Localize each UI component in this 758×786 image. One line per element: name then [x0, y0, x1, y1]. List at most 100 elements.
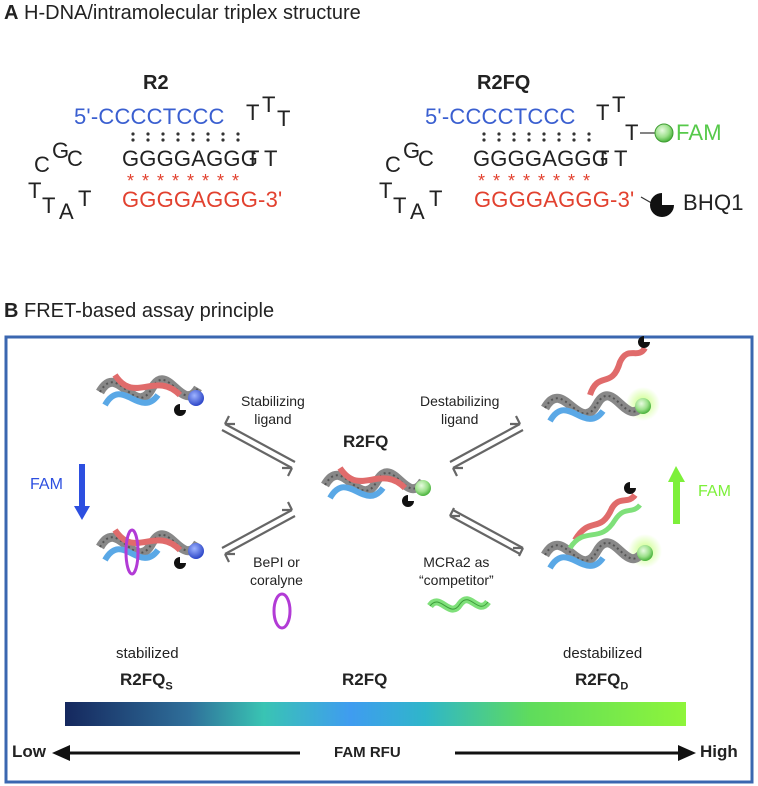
r2fq-loop-g: G [403, 138, 421, 163]
r2fq-loop-b2: T [393, 193, 407, 218]
r2-bottom-strand: GGGGAGGG-3' [122, 187, 283, 212]
r2-hoogsteen-dots [131, 132, 240, 142]
panel-a-title: H-DNA/intramolecular triplex structure [24, 2, 361, 24]
r2fq-hoogsteen-dots [482, 132, 591, 142]
svg-text:*: * [142, 171, 149, 191]
fam-up-arrow-icon [668, 466, 685, 524]
panel-b-letter: B [4, 300, 19, 322]
mcra2-label: MCRa2 as “competitor” [419, 553, 494, 589]
helix-center-icon [321, 466, 431, 507]
r2fq-loop-c1: C [385, 152, 402, 177]
arrow-mcra2-icon [449, 507, 524, 557]
r2-loop-t1: T [246, 100, 260, 125]
r2fq-mid-label: R2FQ [342, 670, 388, 689]
r2-loop-t2: T [262, 92, 276, 117]
bepi-label-text: BePI or coralyne [250, 554, 303, 588]
r2-loop-b3: A [59, 199, 74, 224]
r2fq-loop-b3: A [410, 199, 425, 224]
r2-loop-t3: T [277, 106, 291, 131]
r2fqs-main: R2FQ [120, 670, 166, 689]
r2-middle-strand: GGGGAGGG [122, 146, 259, 171]
destabilizing-ligand-text: Destabilizing ligand [420, 393, 500, 427]
helix-top-right-icon [541, 336, 660, 423]
panel-a-letter: A [4, 2, 19, 24]
svg-text:*: * [523, 171, 530, 191]
svg-text:*: * [478, 171, 485, 191]
helix-bottom-right-icon [541, 482, 662, 570]
arrow-bepi-icon [221, 501, 296, 563]
r2fq-wc-asterisks: * * * * * * * * [478, 171, 590, 191]
r2-loop-c2: C [67, 146, 84, 171]
r2fq-bottom-strand: GGGGAGGG-3' [474, 187, 635, 212]
fam-down-arrow-icon [74, 464, 90, 520]
r2fq-loop-t5: T [614, 146, 628, 171]
svg-text:*: * [553, 171, 560, 191]
svg-text:*: * [538, 171, 545, 191]
r2-title: R2 [143, 72, 169, 94]
svg-text:*: * [127, 171, 134, 191]
r2fq-loop-t4: T [596, 146, 610, 171]
stabilized-label: stabilized [116, 645, 179, 662]
svg-text:*: * [187, 171, 194, 191]
r2fq-title: R2FQ [477, 72, 531, 94]
mcra2-label-text: MCRa2 as “competitor” [419, 554, 494, 588]
r2fqd-label: R2FQD [575, 670, 628, 692]
destabilized-label: destabilized [563, 645, 643, 662]
scale-high-label: High [700, 742, 738, 761]
svg-text:*: * [172, 171, 179, 191]
svg-text:*: * [583, 171, 590, 191]
arrow-stabilizing-icon [221, 415, 296, 477]
scale-mid-label: FAM RFU [334, 744, 401, 761]
destabilizing-ligand-label: Destabilizing ligand [420, 392, 499, 428]
r2-loop-b2: T [42, 193, 56, 218]
svg-text:*: * [568, 171, 575, 191]
fam-right-label: FAM [698, 483, 731, 500]
r2fq-loop-c2: C [418, 146, 435, 171]
r2-top-strand: 5'-CCCCTCCC [74, 104, 225, 129]
svg-text:*: * [493, 171, 500, 191]
r2-loop-g: G [52, 138, 70, 163]
r2-loop-c1: C [34, 152, 51, 177]
r2fq-loop-t1: T [596, 100, 610, 125]
panel-b-title: FRET-based assay principle [24, 300, 275, 322]
bhq1-label: BHQ1 [683, 190, 744, 215]
fam-left-label: FAM [30, 476, 63, 493]
r2fqs-sub: S [165, 680, 173, 693]
equilibrium-arrows [221, 415, 524, 563]
center-r2fq-label: R2FQ [343, 432, 389, 451]
r2fq-middle-strand: GGGGAGGG [473, 146, 610, 171]
r2-wc-asterisks: * * * * * * * * [127, 171, 239, 191]
svg-text:*: * [157, 171, 164, 191]
panel-a-heading: A H-DNA/intramolecular triplex structure [4, 2, 361, 25]
r2fqd-main: R2FQ [575, 670, 621, 689]
r2fq-loop-t3: T [625, 120, 639, 145]
svg-text:*: * [217, 171, 224, 191]
r2fqd-sub: D [620, 680, 629, 693]
svg-text:*: * [508, 171, 515, 191]
r2-loop-b1: T [28, 178, 42, 203]
helix-top-left-icon [96, 373, 204, 416]
r2-loop-t4: T [246, 146, 260, 171]
r2fqs-label: R2FQS [120, 670, 173, 692]
r2fq-loop-b1: T [379, 178, 393, 203]
bepi-label: BePI or coralyne [250, 553, 303, 589]
panel-a-decorations: * * * * * * * * * * * * * * * * [127, 123, 674, 217]
r2fq-loop-b4: T [429, 186, 443, 211]
svg-text:*: * [202, 171, 209, 191]
fam-fluorophore-icon [654, 123, 674, 143]
r2fq-loop-t2: T [612, 92, 626, 117]
r2-loop-t5: T [264, 146, 278, 171]
r2-loop-b4: T [78, 186, 92, 211]
fam-label: FAM [676, 120, 722, 145]
scale-arrow-right-icon [678, 745, 696, 761]
stabilizing-ligand-label: Stabilizing ligand [241, 392, 305, 428]
scale-arrow-left-icon [52, 745, 70, 761]
scale-low-label: Low [12, 742, 46, 761]
panel-b-heading: B FRET-based assay principle [4, 300, 274, 323]
r2fq-top-strand: 5'-CCCCTCCC [425, 104, 576, 129]
helix-bottom-left-icon [96, 528, 204, 576]
svg-text:*: * [232, 171, 239, 191]
arrow-destabilizing-icon [449, 415, 524, 477]
bepi-ligand-icon [272, 592, 292, 630]
